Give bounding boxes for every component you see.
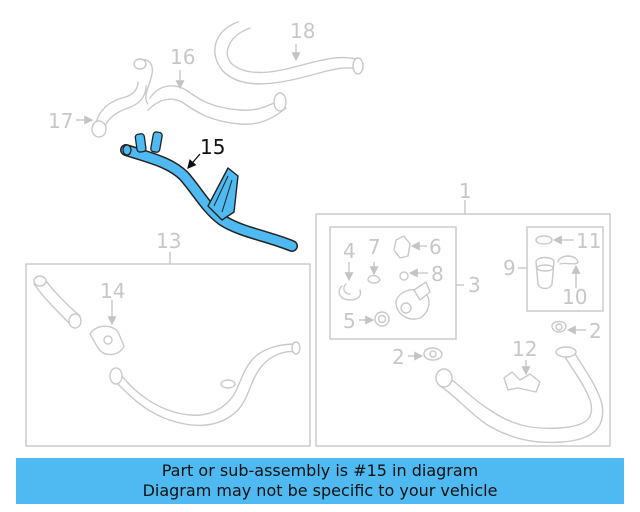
callout-17: 17 <box>48 109 73 133</box>
callout-9: 9 <box>503 256 516 280</box>
callout-12: 12 <box>512 337 537 361</box>
parts-4-8 <box>338 235 431 327</box>
callout-14: 14 <box>100 279 125 303</box>
banner-line-2: Diagram may not be specific to your vehi… <box>142 481 498 500</box>
callout-2-left: 2 <box>392 345 405 369</box>
callout-13: 13 <box>156 229 181 253</box>
callout-7: 7 <box>368 235 381 259</box>
parts-9-11 <box>535 235 579 290</box>
callout-15: 15 <box>200 135 225 159</box>
part-18-hose <box>214 21 364 85</box>
callout-1: 1 <box>459 179 472 203</box>
callout-16: 16 <box>170 45 195 69</box>
callout-18: 18 <box>290 19 315 43</box>
part-16-hose <box>133 58 287 125</box>
leader-lines <box>76 44 586 376</box>
callout-3: 3 <box>468 273 481 297</box>
callout-11: 11 <box>576 229 601 253</box>
banner-line-1: Part or sub-assembly is #15 in diagram <box>161 461 479 480</box>
part-13-14-hoses <box>33 275 301 426</box>
group-box-1 <box>315 213 611 447</box>
part-2-clamps <box>423 320 567 361</box>
callout-5: 5 <box>343 309 356 333</box>
group-box-9 <box>526 226 604 312</box>
group-box-3 <box>329 226 457 340</box>
callout-2-right: 2 <box>589 319 602 343</box>
info-banner: Part or sub-assembly is #15 in diagram D… <box>16 458 624 504</box>
callout-10: 10 <box>562 285 587 309</box>
part-15-pipe <box>120 131 298 252</box>
callout-8: 8 <box>431 262 444 286</box>
part-17-hose <box>91 81 147 138</box>
parts-diagram: 18 16 17 15 1 13 4 7 6 8 3 5 11 9 10 2 2… <box>25 19 611 447</box>
part-12-hose <box>435 346 604 444</box>
group-box-13 <box>25 263 311 447</box>
callout-4: 4 <box>343 239 356 263</box>
callout-6: 6 <box>429 235 442 259</box>
